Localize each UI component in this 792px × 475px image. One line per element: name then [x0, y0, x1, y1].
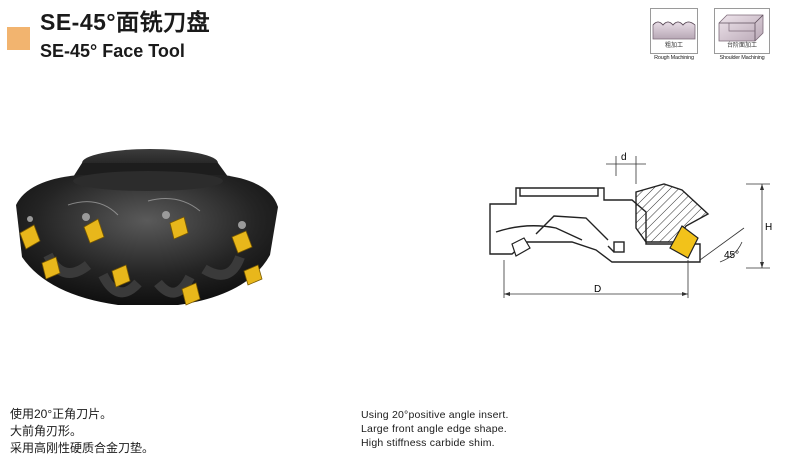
- page-title-en: SE-45° Face Tool: [40, 41, 185, 61]
- feature-item-cn: 使用20°正角刀片。: [10, 407, 113, 421]
- badge-rough-label-en: Rough Machining: [654, 55, 694, 61]
- feature-list-en: Using 20°positive angle insert. Large fr…: [361, 408, 509, 450]
- dimension-d-label: d: [621, 152, 627, 163]
- feature-item-en: Using 20°positive angle insert.: [361, 409, 509, 421]
- dimension-D-label: D: [594, 284, 601, 295]
- badge-shoulder-machining: 台阶面加工 Shoulder Machining: [713, 8, 771, 62]
- page-title-cn: SE-45°面铣刀盘: [40, 9, 211, 35]
- cross-section-drawing: d D H 45°: [489, 152, 772, 298]
- angle-label: 45°: [724, 250, 739, 261]
- feature-list-cn: 使用20°正角刀片。 大前角刃形。 采用高刚性硬质合金刀垫。: [10, 406, 154, 457]
- badge-rough-label-cn: 粗加工: [664, 43, 683, 49]
- feature-item-en: High stiffness carbide shim.: [361, 437, 495, 449]
- feature-item-cn: 大前角刃形。: [10, 424, 83, 438]
- rough-machining-icon: [652, 21, 696, 40]
- feature-item-cn: 采用高刚性硬质合金刀垫。: [10, 441, 155, 455]
- face-mill-tool-image: [16, 149, 278, 306]
- badge-shoulder-label-cn: 台阶面加工: [726, 43, 757, 49]
- badge-shoulder-label-en: Shoulder Machining: [719, 55, 765, 61]
- accent-square: [7, 27, 30, 50]
- shoulder-machining-icon: [718, 14, 764, 42]
- feature-item-en: Large front angle edge shape.: [361, 423, 507, 435]
- dimension-H-label: H: [765, 222, 772, 233]
- badge-rough-machining: 粗加工 Rough Machining: [649, 8, 699, 62]
- insert-symbol: [669, 225, 699, 259]
